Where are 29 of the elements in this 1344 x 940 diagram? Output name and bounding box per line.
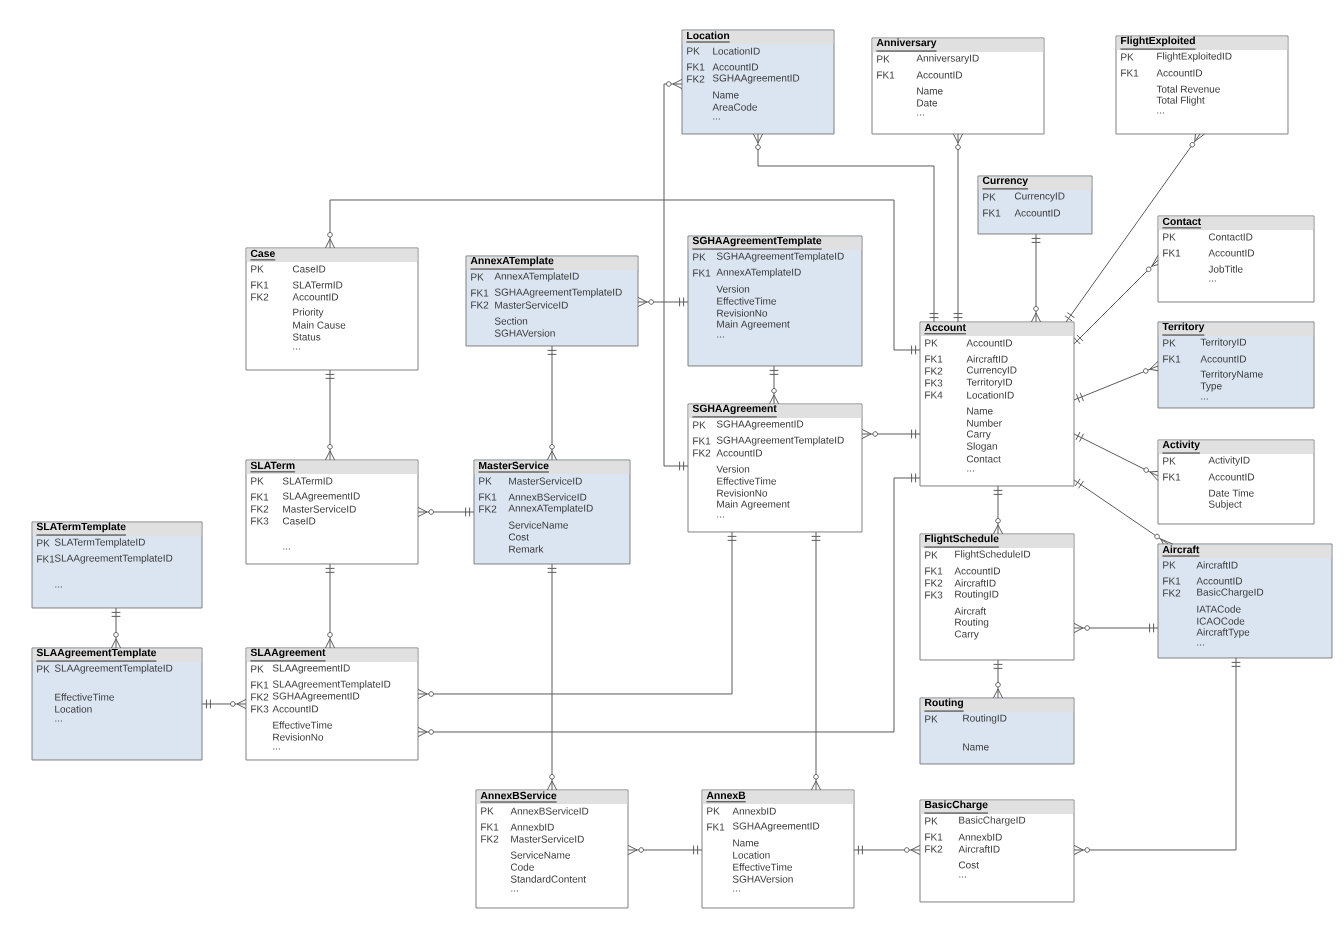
relationship-line <box>637 301 689 303</box>
relationship-line <box>1035 233 1037 323</box>
relationship-line <box>1073 259 1159 345</box>
relationship-line <box>1065 133 1201 323</box>
relationship-line <box>329 563 331 649</box>
relationship-line <box>957 133 959 323</box>
relationship-line <box>757 133 935 323</box>
relationship-line <box>627 849 703 851</box>
relationship-line <box>329 369 331 461</box>
relationship-line <box>773 365 775 405</box>
relationship-line <box>115 607 117 649</box>
relationship-line <box>853 849 921 851</box>
relationship-line <box>551 563 553 791</box>
relationship-line <box>997 659 999 699</box>
relationship-line <box>417 531 733 695</box>
relationship-line <box>329 199 921 351</box>
relationship-line <box>1073 433 1159 477</box>
relationship-line <box>663 83 689 467</box>
relationship-line <box>997 485 999 535</box>
relationship-line <box>417 477 921 733</box>
relationship-line <box>201 703 247 705</box>
relationship-line <box>861 433 921 435</box>
relationship-line <box>815 531 817 791</box>
relationship-line <box>1073 479 1169 545</box>
relationship-line <box>1073 657 1237 851</box>
relationship-line <box>551 345 553 461</box>
relationship-line <box>1073 365 1159 401</box>
relationship-line <box>1073 627 1159 629</box>
relationship-line <box>417 511 475 513</box>
